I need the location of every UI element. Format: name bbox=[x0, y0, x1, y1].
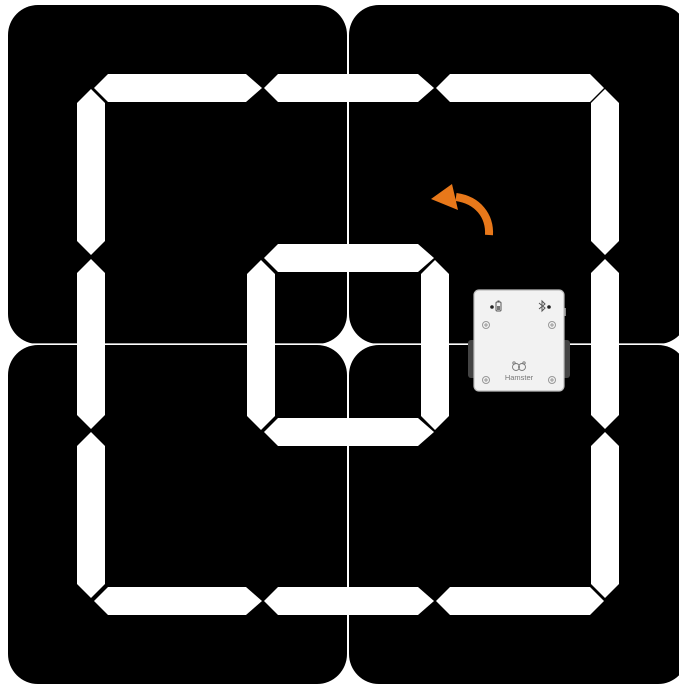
track-segment-right-3 bbox=[591, 432, 619, 598]
track-segment-top-2 bbox=[264, 74, 434, 102]
inner-track-right bbox=[421, 260, 449, 430]
robot-brand-label: Hamster bbox=[505, 373, 534, 382]
track-segment-left-1 bbox=[77, 89, 105, 255]
status-dot-right bbox=[547, 305, 551, 309]
track-segment-top-3 bbox=[436, 74, 604, 102]
track-segment-left-3 bbox=[77, 432, 105, 598]
mat-tile-bottom-right bbox=[349, 345, 679, 684]
track-segment-bottom-3 bbox=[436, 587, 604, 615]
track-segment-bottom-2 bbox=[264, 587, 434, 615]
track-segment-right-2 bbox=[591, 259, 619, 429]
inner-track-left bbox=[247, 260, 275, 430]
track-segment-top-1 bbox=[94, 74, 262, 102]
status-dot-left bbox=[490, 305, 494, 309]
inner-track-bottom bbox=[264, 418, 434, 446]
track-segment-left-2 bbox=[77, 259, 105, 429]
track-segment-right-1 bbox=[591, 89, 619, 255]
mat-tile-top-left bbox=[8, 5, 347, 344]
inner-track-top bbox=[264, 244, 434, 272]
track-segment-bottom-1 bbox=[94, 587, 262, 615]
hamster-robot[interactable]: Hamster bbox=[468, 290, 570, 391]
mat-tile-bottom-left bbox=[8, 345, 347, 684]
